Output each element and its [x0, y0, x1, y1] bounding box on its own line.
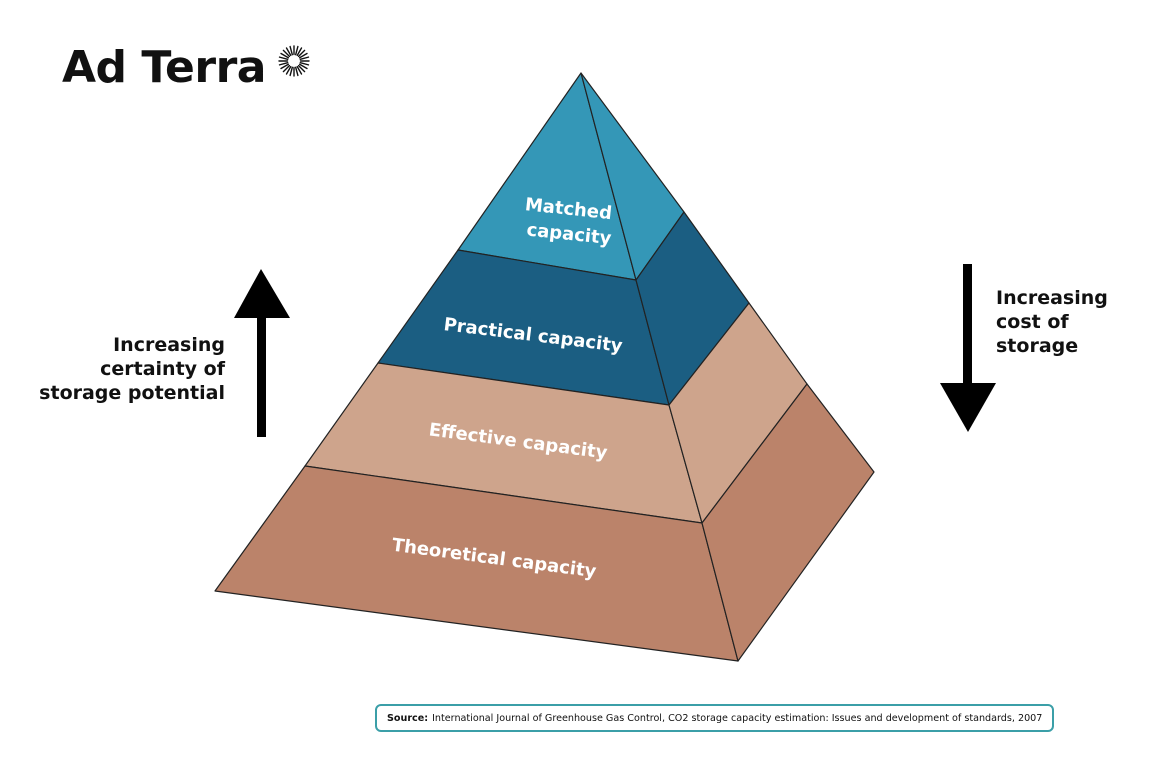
- source-citation: Source: International Journal of Greenho…: [375, 704, 1055, 732]
- arrow-up-icon: [234, 269, 290, 437]
- brand-logo: Ad Terra: [62, 42, 312, 93]
- cost-line-3: storage: [996, 335, 1079, 357]
- certainty-annotation: Increasing certainty of storage potentia…: [20, 333, 225, 405]
- certainty-line-3: storage potential: [39, 382, 225, 404]
- arrow-down-icon: [940, 264, 996, 432]
- cost-line-2: cost of: [996, 311, 1069, 333]
- cost-line-1: Increasing: [996, 287, 1108, 309]
- source-text: International Journal of Greenhouse Gas …: [432, 712, 1043, 724]
- certainty-line-1: Increasing: [113, 334, 225, 356]
- tier-theoretical-side: [701, 383, 875, 662]
- cost-annotation: Increasing cost of storage: [996, 286, 1146, 358]
- certainty-line-2: certainty of: [100, 358, 225, 380]
- sunburst-icon: [278, 45, 310, 77]
- brand-name: Ad Terra: [62, 42, 266, 93]
- source-key: Source:: [387, 712, 429, 724]
